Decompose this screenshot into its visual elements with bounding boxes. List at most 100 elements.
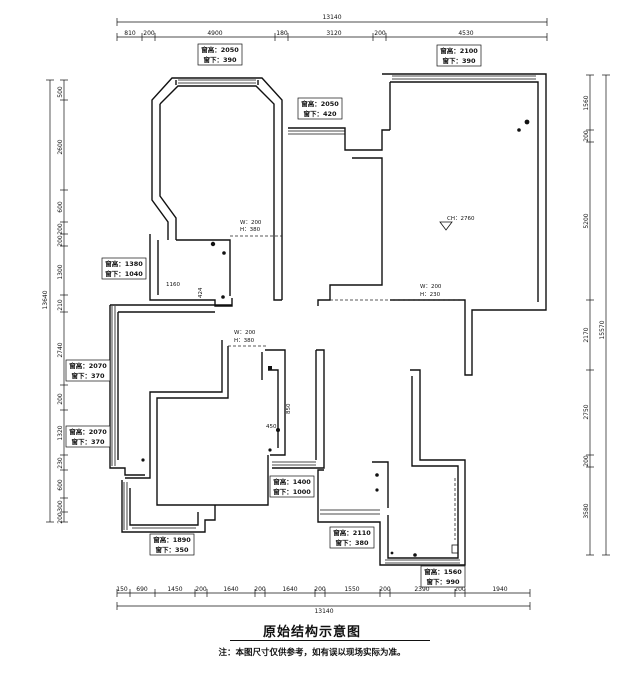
right-dim-1: 200 [583,130,590,142]
svg-text:窗高：2050: 窗高：2050 [201,45,239,54]
left-dim-1: 2600 [57,139,64,154]
window-note-0: 窗高：2050 窗下：390 [197,43,243,66]
left-dimension-chain: 13640 500 2600 600 200 200 1300 210 2740… [42,79,68,524]
right-total-label: 15570 [599,320,606,339]
bottom-dim-6: 1640 [282,586,297,593]
ceiling-height-label: CH：2760 [447,216,475,222]
beam-note-2: W：200 H：380 [234,330,256,344]
pipe-icon [375,473,379,477]
svg-text:窗高：1380: 窗高：1380 [105,259,143,268]
svg-text:窗下：420: 窗下：420 [303,109,337,118]
bottom-dim-3: 200 [195,586,207,593]
pipe-icon [222,251,226,255]
right-dim-4: 2750 [583,404,590,419]
svg-text:H：380: H：380 [240,227,261,233]
bottom-dim-7: 200 [314,586,326,593]
fixtures [141,119,530,557]
bottom-dim-0: 150 [116,586,128,593]
svg-text:窗下：390: 窗下：390 [203,55,237,64]
left-dim-2: 600 [57,201,64,213]
right-dim-5: 200 [583,455,590,467]
beam-note-0: W：200 H：380 [240,220,262,233]
drain-icon [451,544,459,554]
svg-text:窗下：380: 窗下：380 [335,538,369,547]
bottom-dim-11: 200 [454,586,466,593]
column-icon [268,366,272,370]
bottom-dim-1: 690 [136,586,148,593]
left-dim-10: 230 [57,457,64,469]
svg-text:窗下：370: 窗下：370 [71,371,105,380]
window-note-4: 窗高：2070 窗下：370 [65,359,111,382]
window-note-3: 窗高：1380 窗下：1040 [101,257,147,280]
left-dim-9: 1320 [57,425,64,440]
pipe-icon [390,551,394,555]
top-dim-0: 810 [124,30,136,37]
pipe-icon [268,448,272,452]
misc-label-1: 424 [198,287,204,298]
left-dim-13: 200 [57,512,64,524]
diagram-title: 原始结构示意图 [262,625,361,640]
window-note-2: 窗高：2050 窗下：420 [297,97,343,120]
bottom-total-label: 13140 [314,608,333,615]
walls [109,73,547,566]
bottom-dim-5: 200 [254,586,266,593]
svg-text:窗高：1560: 窗高：1560 [424,567,462,576]
misc-label-3: 850 [286,403,292,414]
pipe-icon [210,241,216,247]
svg-text:窗下：1040: 窗下：1040 [105,269,143,278]
left-dim-3: 200 [57,223,64,235]
bottom-dim-2: 1450 [167,586,182,593]
svg-text:窗高：1890: 窗高：1890 [153,535,191,544]
svg-text:窗高：2100: 窗高：2100 [440,46,478,55]
top-dim-1: 200 [143,30,155,37]
top-dim-4: 3120 [326,30,341,37]
pipe-icon [517,128,521,132]
window-note-6: 窗高：1400 窗下：1000 [269,475,315,498]
left-dim-12: 300 [57,500,64,512]
right-dim-6: 3580 [583,503,590,518]
svg-text:窗下：370: 窗下：370 [71,437,105,446]
pipe-icon [524,119,530,125]
window-note-5: 窗高：2070 窗下：370 [65,425,111,448]
floor-plan: 13140 810 200 4900 180 3120 200 4530 [42,14,610,615]
svg-text:窗下：390: 窗下：390 [442,56,476,65]
svg-text:H：230: H：230 [420,292,441,298]
left-dim-8: 200 [57,393,64,405]
svg-text:W：200: W：200 [234,330,256,336]
left-dim-11: 600 [57,479,64,491]
top-dim-6: 4530 [458,30,473,37]
beam-notes: W：200 H：380 W：200 H：230 W：200 H：380 [234,220,442,344]
right-dim-0: 1560 [583,95,590,110]
top-dim-5: 200 [374,30,386,37]
svg-text:窗高：2070: 窗高：2070 [69,427,107,436]
window-note-1: 窗高：2100 窗下：390 [436,44,482,67]
left-dim-5: 1300 [57,264,64,279]
bottom-dim-10: 2390 [414,586,429,593]
svg-text:窗下：1000: 窗下：1000 [273,487,311,496]
left-dim-7: 2740 [57,342,64,357]
left-dim-4: 200 [57,235,64,247]
top-total-label: 13140 [322,14,341,21]
misc-label-2: 450 [266,424,277,430]
pipe-icon [375,488,379,492]
top-dim-2: 4900 [207,30,222,37]
svg-text:窗高：1400: 窗高：1400 [273,477,311,486]
svg-text:窗下：350: 窗下：350 [155,545,189,554]
right-dim-3: 2170 [583,327,590,342]
bottom-dimension-chain: 150 690 1450 200 1640 200 1640 200 1550 … [116,586,531,615]
svg-text:窗下：990: 窗下：990 [426,577,460,586]
window-notes: 窗高：2050 窗下：390 窗高：2100 窗下：390 窗高：2050 窗下… [65,43,482,588]
bottom-dim-8: 1550 [344,586,359,593]
svg-text:W：200: W：200 [420,284,442,290]
top-dim-3: 180 [276,30,288,37]
left-dim-0: 500 [57,86,64,98]
title-underline [230,640,430,641]
svg-text:W：200: W：200 [240,220,262,226]
window-note-7: 窗高：2110 窗下：380 [329,526,375,549]
bottom-dim-4: 1640 [223,586,238,593]
top-dimension-chain: 13140 810 200 4900 180 3120 200 4530 [116,14,548,41]
pipe-icon [413,553,417,557]
right-dimension-chain: 1560 200 5200 2170 2750 200 3580 15570 [583,74,610,556]
svg-text:窗高：2070: 窗高：2070 [69,361,107,370]
diagram-footnote: 注：本图尺寸仅供参考，如有误以现场实际为准。 [218,648,406,658]
